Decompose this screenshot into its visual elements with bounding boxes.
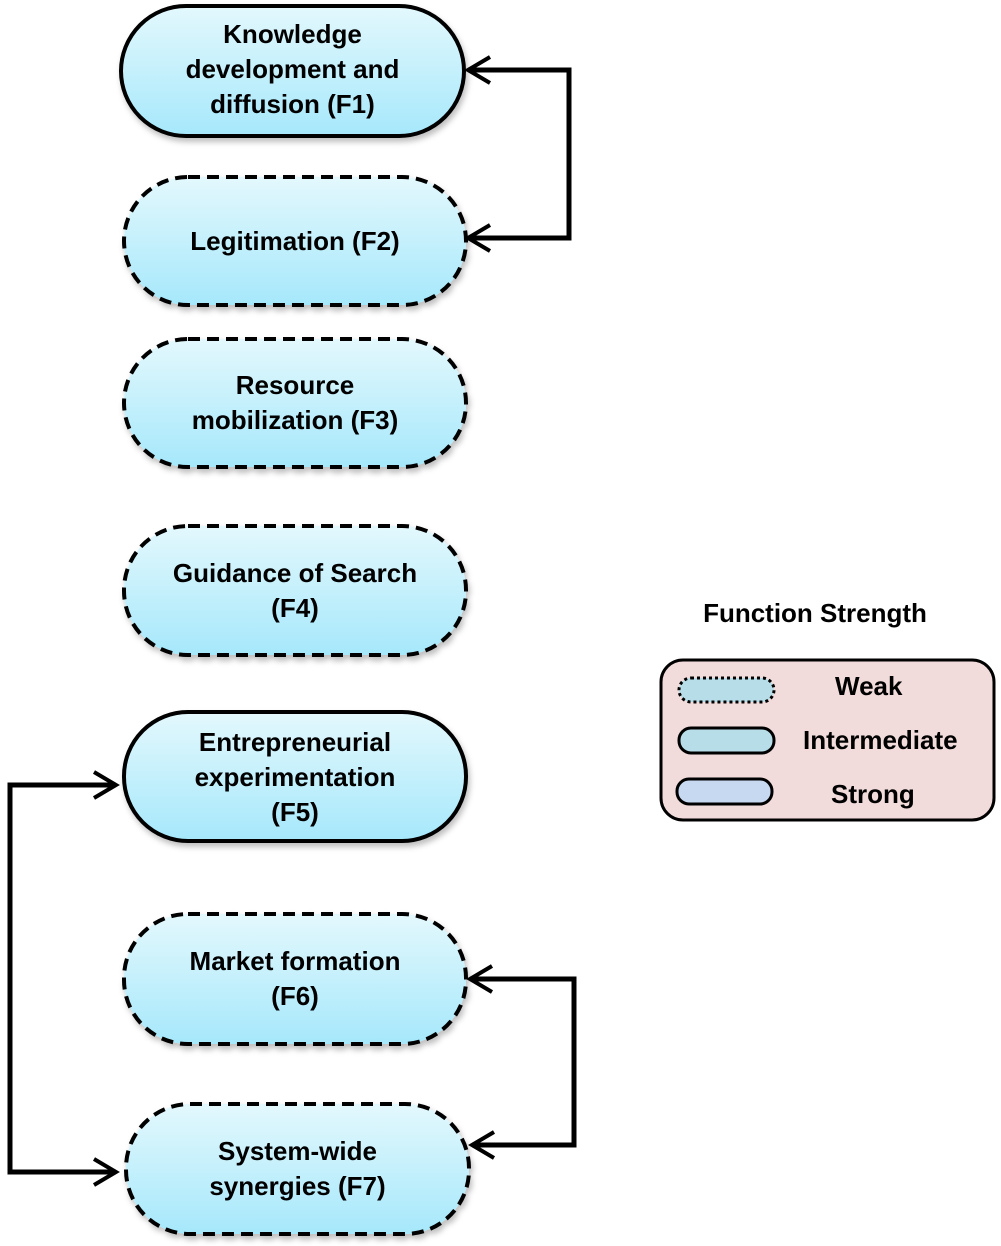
node-f5 bbox=[122, 710, 468, 843]
arrowhead-f6 bbox=[466, 964, 494, 994]
legend-label-intermediate: Intermediate bbox=[803, 725, 958, 755]
arrowhead-f7-left bbox=[92, 1157, 120, 1187]
node-f2 bbox=[122, 175, 468, 307]
legend-label-strong: Strong bbox=[831, 779, 915, 809]
node-f3 bbox=[122, 337, 468, 469]
arrowhead-f2 bbox=[464, 223, 492, 253]
node-label-f2: Legitimation (F2) bbox=[190, 225, 400, 256]
edge-f1-f2 bbox=[464, 55, 572, 253]
legend-swatch-intermediate bbox=[677, 726, 776, 755]
arrowhead-f7-right bbox=[468, 1130, 496, 1160]
node-f7 bbox=[124, 1102, 471, 1236]
node-f4 bbox=[122, 524, 468, 657]
edge-f6-f7 bbox=[466, 964, 577, 1160]
legend-title: Function Strength bbox=[703, 598, 927, 628]
node-f6 bbox=[122, 912, 468, 1046]
node-f1 bbox=[119, 4, 466, 138]
node-label-f4: Guidance of Search(F4) bbox=[172, 557, 418, 623]
arrowhead-f1 bbox=[464, 55, 492, 85]
edge-f5-f7 bbox=[7, 770, 120, 1187]
legend-swatch-strong bbox=[675, 777, 774, 806]
legend-label-weak: Weak bbox=[835, 671, 903, 701]
legend-swatch-weak bbox=[677, 676, 776, 704]
node-label-f6: Market formation(F6) bbox=[189, 946, 401, 1011]
arrowhead-f5 bbox=[92, 770, 120, 800]
